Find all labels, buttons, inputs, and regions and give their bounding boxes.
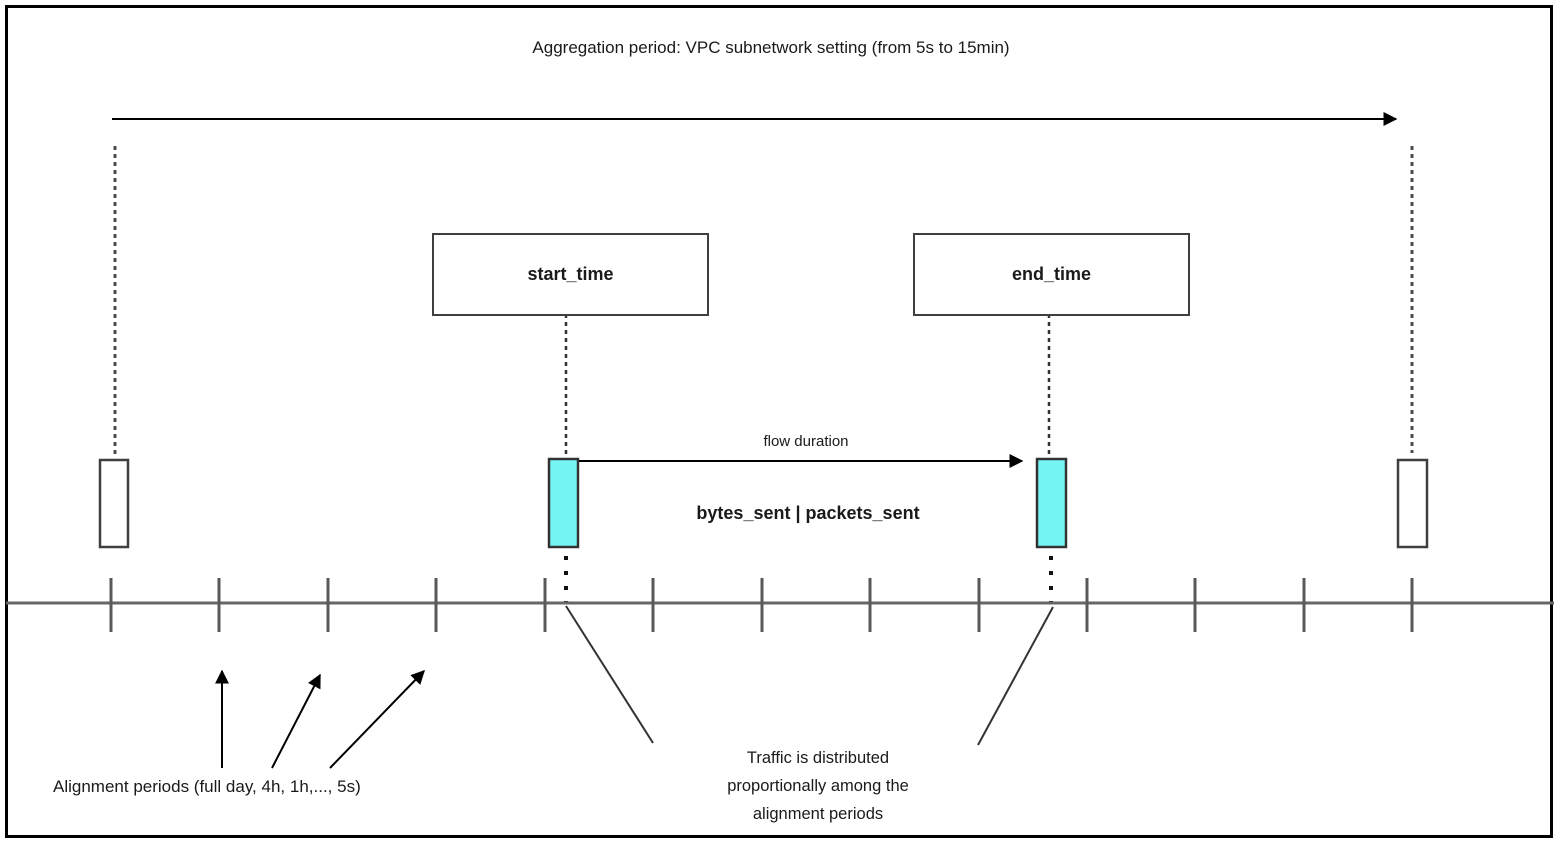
traffic-note-line1: Traffic is distributed [746, 749, 890, 767]
alignment-periods-label: Alignment periods (full day, 4h, 1h,...,… [53, 777, 361, 796]
flow-duration-label: flow duration [763, 433, 849, 450]
traffic-note-line2: proportionally among the [727, 777, 909, 795]
traffic-distribution-note: Traffic is distributed proportionally am… [727, 744, 909, 828]
end-time-label: end_time [1011, 264, 1092, 284]
end-time-box: end_time [913, 233, 1190, 316]
traffic-note-line3: alignment periods [752, 805, 884, 823]
aggregation-period-title: Aggregation period: VPC subnetwork setti… [532, 38, 1010, 57]
metrics-label: bytes_sent | packets_sent [696, 503, 920, 523]
start-time-label: start_time [527, 264, 614, 284]
diagram-frame [5, 5, 1553, 838]
start-time-box: start_time [432, 233, 709, 316]
